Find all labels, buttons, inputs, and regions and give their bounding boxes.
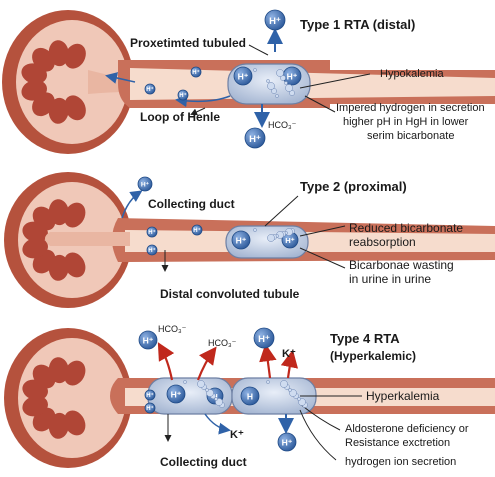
svg-text:H⁺: H⁺ <box>193 227 201 234</box>
kidney-1 <box>2 10 134 154</box>
svg-text:H⁺: H⁺ <box>143 335 154 345</box>
kidney-3 <box>4 328 132 468</box>
renal-pyramid <box>64 410 86 436</box>
renal-pyramid <box>22 237 48 259</box>
renal-pyramid <box>21 80 48 101</box>
vesicle <box>253 228 257 232</box>
panel1-title: Type 1 RTA (distal) <box>300 17 415 32</box>
panel2-segment-top: Collecting duct <box>148 197 235 211</box>
renal-pyramid <box>64 202 86 228</box>
vesicle <box>284 81 288 85</box>
panel1-segment-bottom: Loop of Henle <box>140 110 220 124</box>
panel2-note-4: in urine in urine <box>349 272 431 286</box>
h-ion-icon: H⁺ <box>253 327 275 349</box>
svg-text:H⁺: H⁺ <box>146 392 154 399</box>
h-ion-icon: H⁺ <box>166 384 186 404</box>
panel3-note-4: hydrogen ion secretion <box>345 456 456 468</box>
h-ion-icon: H⁺ <box>144 83 156 95</box>
svg-text:H⁺: H⁺ <box>287 71 298 81</box>
vesicle <box>197 380 205 388</box>
vesicle <box>253 68 257 72</box>
renal-pyramid <box>22 395 48 417</box>
panel1-note-line2: higher pH in HgH in lower <box>343 116 469 128</box>
panel1-note-hypokalemia: Hypokalemia <box>380 68 444 80</box>
panel3-segment-bottom: Collecting duct <box>160 455 247 469</box>
renal-pyramid <box>64 252 86 278</box>
panel1-segment-top: Proxetimted tubuled <box>130 36 246 50</box>
renal-pyramid <box>64 43 86 69</box>
h-ion-icon: H⁺ <box>144 389 156 401</box>
h-ion-icon: H⁺ <box>146 244 158 256</box>
renal-pyramid <box>64 360 86 386</box>
panel1-note-line3: serim bicarbonate <box>367 130 454 142</box>
panel3-subtitle: (Hyperkalemic) <box>330 349 416 363</box>
vesicle <box>285 84 293 92</box>
renal-pyramid <box>48 40 69 67</box>
h-ion-icon: H⁺ <box>144 402 156 414</box>
vesicle <box>266 380 270 384</box>
panel2-note-3: Bicarbonae wasting <box>349 258 454 272</box>
panel-type2: Collecting duct Distal convoluted tubule… <box>4 172 495 308</box>
panel3-hco3-a: HCO₃⁻ <box>158 324 187 334</box>
vesicle <box>275 94 279 98</box>
panel2-note-2: reabsorption <box>349 235 416 249</box>
panel2-segment-bottom: Distal convoluted tubule <box>160 287 300 301</box>
h-ion-icon: H⁺ <box>191 224 203 236</box>
vesicle <box>214 397 218 401</box>
h-ion-icon: H⁺ <box>233 66 253 86</box>
svg-text:H⁺: H⁺ <box>238 71 249 81</box>
svg-text:H⁺: H⁺ <box>269 16 281 27</box>
svg-text:H⁺: H⁺ <box>192 69 200 76</box>
panel3-note-2: Aldosterone deficiency or <box>345 423 469 435</box>
panel2-note-1: Reduced bicarbonate <box>349 221 463 235</box>
h-ion-icon: H <box>240 386 260 406</box>
vesicle <box>280 380 288 388</box>
svg-text:H: H <box>247 391 253 401</box>
svg-text:H⁺: H⁺ <box>146 405 154 412</box>
ion-layer: H⁺H⁺H⁺H⁺H⁺H⁺H⁺H⁺H⁺H⁺H⁺H⁺H⁺H⁺H⁺H⁺H⁺HHH⁺H⁺ <box>137 9 308 452</box>
svg-text:H⁺: H⁺ <box>236 235 247 245</box>
renal-pyramid <box>64 95 86 121</box>
svg-text:H⁺: H⁺ <box>258 334 270 345</box>
vesicle <box>267 82 275 90</box>
panel3-k-bottom: K⁺ <box>230 429 244 441</box>
h-ion-icon: H⁺ <box>138 330 158 350</box>
vesicle <box>205 388 209 392</box>
svg-text:H⁺: H⁺ <box>148 229 156 236</box>
h-ion-icon: H⁺ <box>146 226 158 238</box>
panel3-title: Type 4 RTA <box>330 331 400 346</box>
svg-text:H⁺: H⁺ <box>171 389 182 399</box>
svg-text:H⁺: H⁺ <box>146 86 154 93</box>
panel1-note-line1: Impered hydrogen in secretion <box>336 102 485 114</box>
panel3-note-3: Resistance exctretion <box>345 437 450 449</box>
svg-text:H⁺: H⁺ <box>285 236 295 245</box>
h-ion-icon: H⁺ <box>177 89 189 101</box>
vesicle <box>276 69 284 77</box>
h-ion-icon: H⁺ <box>190 66 202 78</box>
svg-text:H⁺: H⁺ <box>249 134 261 145</box>
svg-text:H⁺: H⁺ <box>179 92 187 99</box>
vesicle <box>266 79 270 83</box>
h-ion-icon: H⁺ <box>231 230 251 250</box>
h-ion-icon: H⁺ <box>137 176 153 192</box>
vesicle <box>297 397 301 401</box>
h-ion-icon: H⁺ <box>277 432 297 452</box>
renal-pyramid <box>48 199 69 226</box>
panel1-hco3-label: HCO₃⁻ <box>268 120 297 130</box>
panel3-note-hyperkalemia: Hyperkalemia <box>366 389 440 403</box>
svg-text:H⁺: H⁺ <box>282 437 293 447</box>
panel3-k-top: K⁺ <box>282 348 296 360</box>
h-ion-icon: H⁺ <box>244 127 266 149</box>
h-ion-icon: H⁺ <box>264 9 286 31</box>
svg-text:H⁺: H⁺ <box>141 182 150 189</box>
panel3-hco3-b: HCO₃⁻ <box>208 338 237 348</box>
vesicle <box>267 234 275 242</box>
panel2-title: Type 2 (proximal) <box>300 179 407 194</box>
vesicle <box>288 388 292 392</box>
renal-pyramid <box>48 357 69 384</box>
vesicle <box>183 380 187 384</box>
svg-text:H⁺: H⁺ <box>148 247 156 254</box>
